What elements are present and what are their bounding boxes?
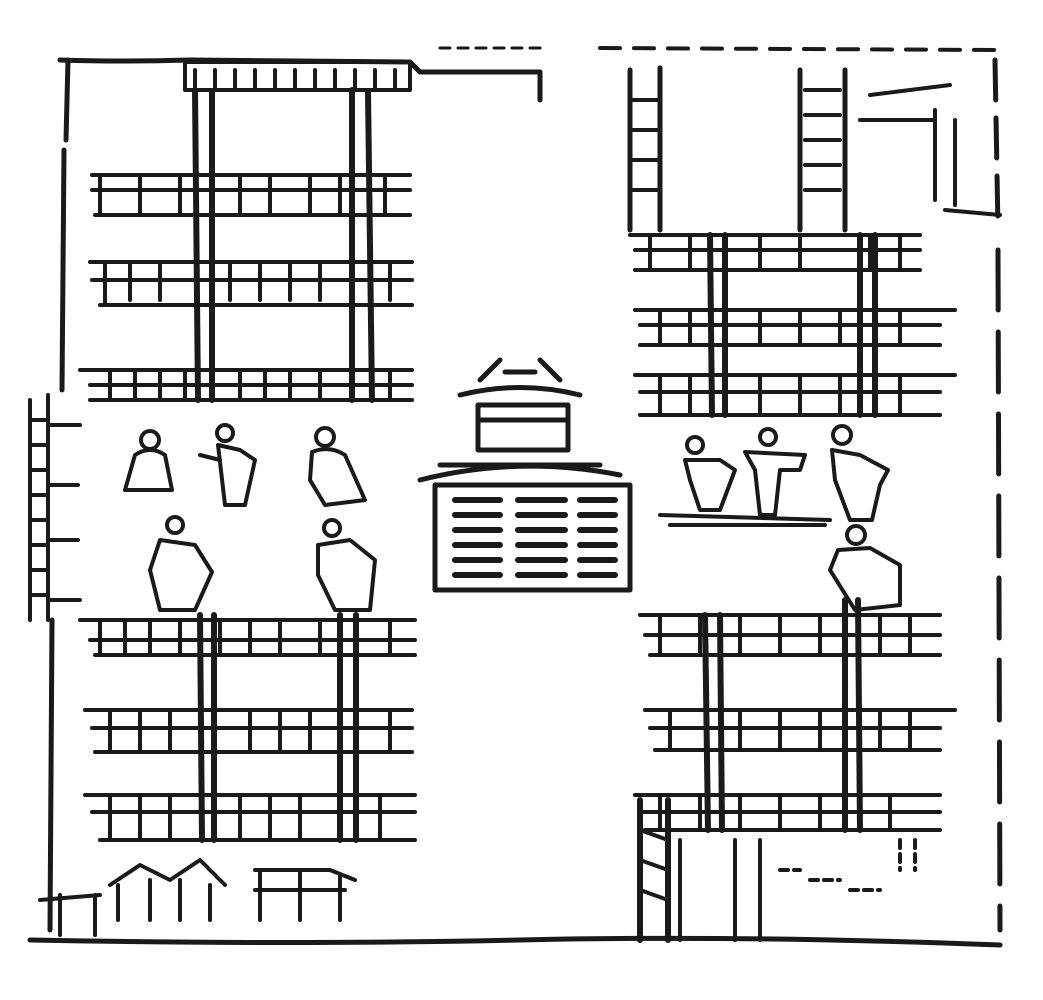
human-figure-icon [830,424,890,522]
building-top-right [627,65,1002,418]
human-figure-icon [743,427,807,517]
figures [123,423,902,612]
human-figure-icon [308,426,367,507]
human-figure-icon [148,515,214,612]
left-gate [28,393,82,622]
building-bottom-right [633,597,957,943]
building-bottom-left [38,612,417,937]
human-figure-icon [683,435,737,512]
human-figure-icon [123,429,174,492]
building-top-left [78,60,414,403]
central-pavilion [417,357,633,593]
human-figure-icon [316,518,377,612]
human-figure-icon [828,524,902,612]
human-figure-icon [198,423,257,507]
